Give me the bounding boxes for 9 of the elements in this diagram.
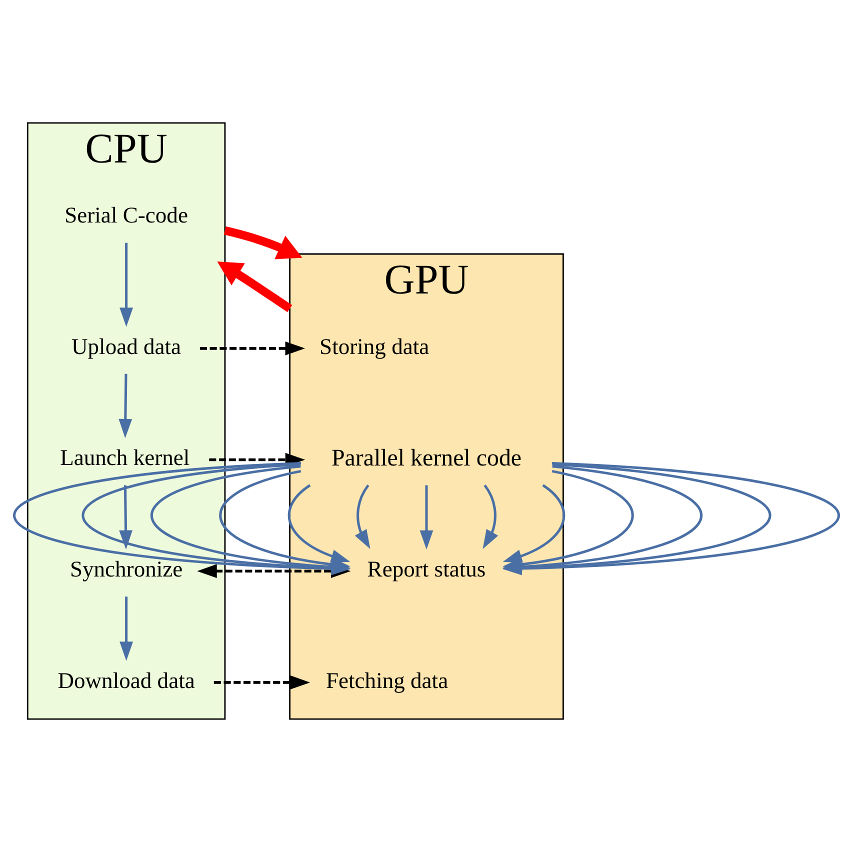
node-text: Fetching data bbox=[326, 668, 448, 693]
node-text: Launch kernel bbox=[60, 445, 190, 470]
node-text: Parallel kernel code bbox=[331, 446, 522, 472]
node-text: Upload data bbox=[72, 334, 182, 359]
node-text: Report status bbox=[367, 556, 486, 582]
node-text: Download data bbox=[58, 668, 195, 693]
node-text: Storing data bbox=[320, 334, 430, 359]
node-text: Serial C-code bbox=[64, 202, 188, 228]
node-text: Synchronize bbox=[70, 556, 183, 582]
